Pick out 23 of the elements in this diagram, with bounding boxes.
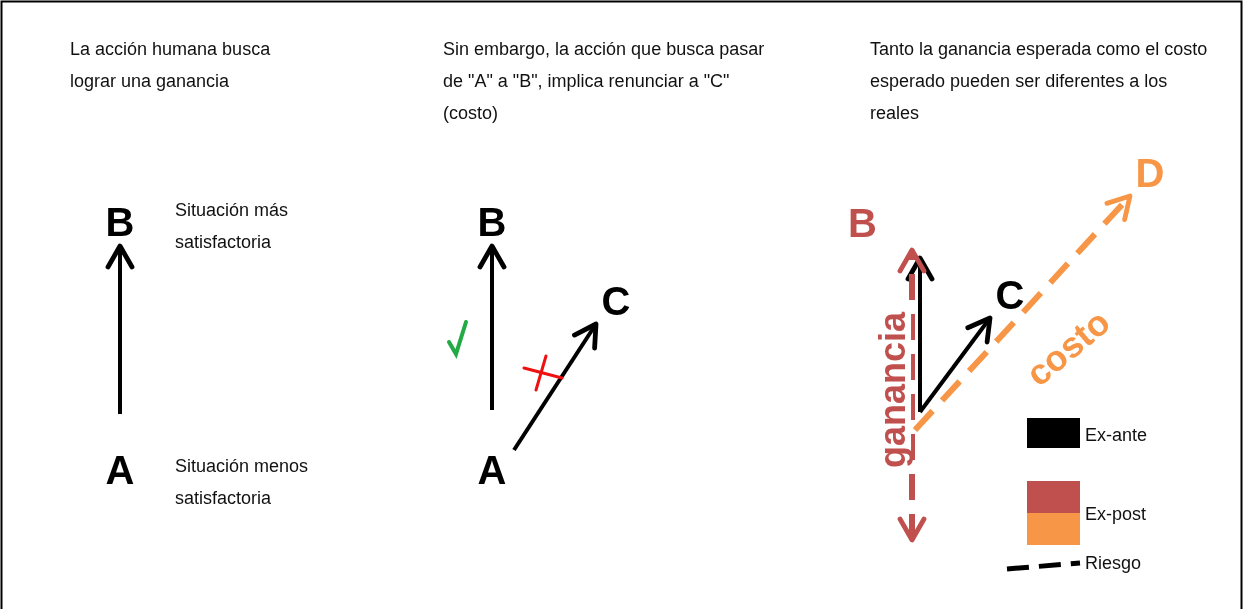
edge-label: ganancia	[875, 311, 912, 469]
legend-text: Ex-post	[1085, 503, 1148, 525]
node-caption: Situación menos satisfactoria	[175, 455, 310, 510]
point-letter: A	[98, 414, 142, 490]
point-letter: D	[1130, 150, 1170, 196]
arrow	[918, 315, 993, 414]
heading-text: Sin embargo, la acción que busca pasar de "A" a "B", implica renunciar a "C" (costo)	[443, 38, 766, 125]
point-letter: B	[470, 198, 514, 246]
legend-text: Ex-ante	[1085, 424, 1149, 446]
node-caption: Situación más satisfactoria	[175, 199, 290, 254]
point-letter: C	[596, 278, 636, 324]
legend-text: Riesgo	[1085, 552, 1143, 574]
arrow	[105, 243, 135, 414]
point-letter: A	[470, 410, 514, 490]
arrow	[912, 193, 1133, 433]
point-letter: B	[98, 198, 142, 246]
arrow	[512, 321, 599, 452]
arrow	[905, 255, 935, 412]
arrow	[477, 243, 507, 410]
arrow	[897, 247, 927, 543]
heading-text: Tanto la ganancia esperada como el costo esperado pueden ser diferentes a los reales	[870, 38, 1209, 125]
point-letter: B	[848, 195, 935, 250]
heading-text: La acción humana busca lograr una ganancia	[70, 38, 272, 93]
